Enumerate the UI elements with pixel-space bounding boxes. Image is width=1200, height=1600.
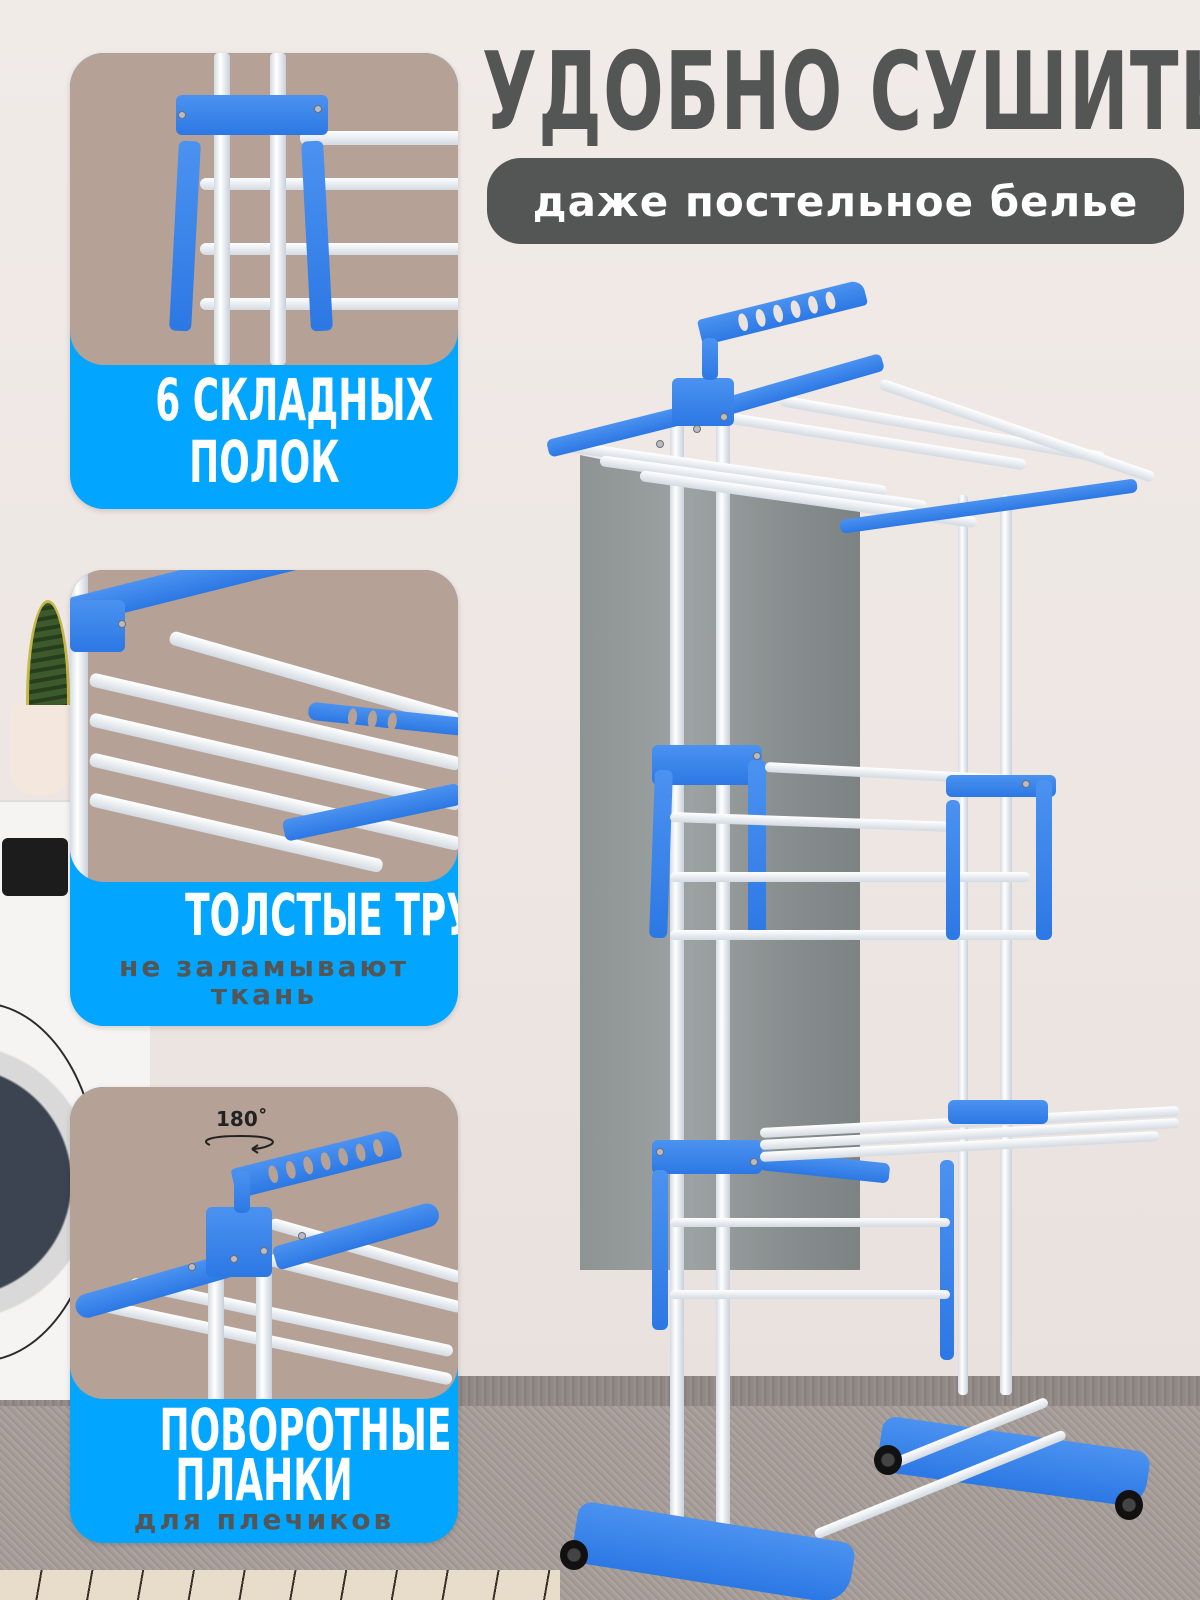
feature-label: ТОЛСТЫЕ ТРУБКИ: [185, 881, 458, 949]
washer-control-panel: [2, 838, 68, 896]
rotation-angle-label: 180˚: [216, 1107, 268, 1131]
feature-label: ПОЛОК: [188, 428, 340, 496]
feature-label: ПОВОРОТНЫЕ: [159, 1396, 452, 1464]
wheel: [560, 1540, 588, 1570]
subtitle-badge: даже постельное белье: [487, 158, 1184, 244]
subtitle-text: даже постельное белье: [532, 176, 1139, 226]
feature-sublabel: для плечиков: [133, 1503, 395, 1536]
feature-label: ПЛАНКИ: [175, 1446, 353, 1514]
feature-card-folding-shelves: 6 СКЛАДНЫХ ПОЛОК: [70, 53, 458, 509]
feature-photo-rotating-hangers: 180˚: [70, 1087, 458, 1399]
feature-photo-thick-tubes: [70, 570, 458, 882]
plant-pot: [10, 705, 70, 795]
feature-label: 6 СКЛАДНЫХ: [155, 366, 434, 434]
feature-sublabel: ткань: [210, 978, 318, 1011]
feature-photo-folding-shelves: [70, 53, 458, 365]
feature-card-rotating-hangers: 180˚ ПОВОРОТНЫЕ ПЛАНКИ для плечиков: [70, 1087, 458, 1543]
feature-card-thick-tubes: ТОЛСТЫЕ ТРУБКИ не заламывают ткань: [70, 570, 458, 1026]
rotate-arrow-icon: [204, 1134, 274, 1154]
wheel: [1115, 1490, 1143, 1520]
striped-rug: [0, 1570, 560, 1600]
feature-sublabel: не заламывают: [119, 950, 409, 983]
wheel: [874, 1445, 902, 1475]
page-title: УДОБНО СУШИТЬ: [482, 30, 1200, 155]
